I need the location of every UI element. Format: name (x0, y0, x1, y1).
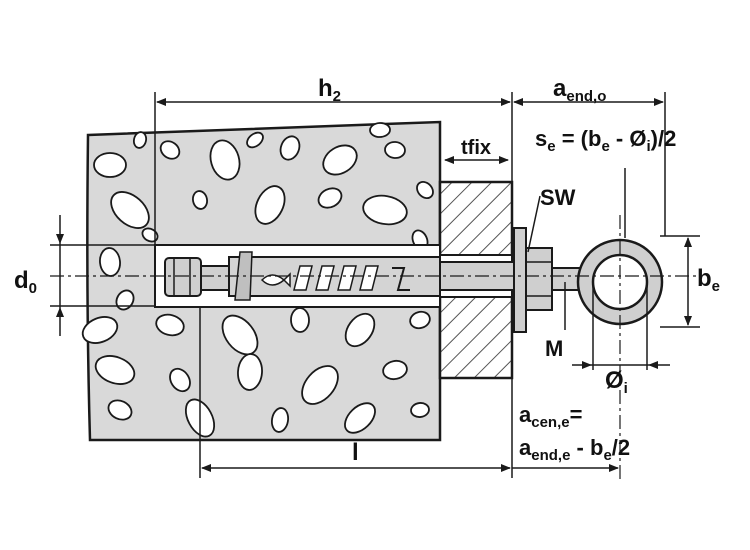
dimension-lines (56, 98, 692, 472)
extension-lines (50, 92, 700, 478)
label-se-formula: se = (be - Øi)/2 (535, 126, 676, 155)
aggregate-stone (155, 313, 185, 337)
label-aend-o: aend,o (553, 75, 606, 105)
aggregate-stone (290, 307, 310, 333)
expansion-sleeve (228, 251, 441, 301)
hex-nut (525, 247, 553, 311)
aggregate-stone (254, 185, 286, 225)
aggregate-stone (409, 310, 431, 330)
concrete-aggregate (81, 122, 434, 438)
aggregate-stone (416, 180, 434, 200)
label-d0: d0 (14, 267, 37, 297)
aggregate-stone (221, 314, 259, 356)
label-m: M (545, 336, 563, 361)
aggregate-stone (141, 227, 159, 243)
aggregate-stone (159, 140, 181, 160)
aggregate-stone (279, 135, 301, 161)
label-tfix: tfix (461, 137, 491, 159)
label-aend-e-formula: aend,e - be/2 (519, 435, 630, 464)
aggregate-stone (369, 122, 391, 138)
aggregate-stone (322, 144, 358, 176)
aggregate-stone (384, 141, 406, 159)
label-oi: Øi (605, 367, 628, 397)
label-be: be (697, 265, 720, 295)
aggregate-stone (209, 139, 241, 181)
aggregate-stone (107, 399, 133, 421)
label-sw: SW (540, 185, 576, 210)
aggregate-stone (237, 353, 263, 391)
aggregate-stone (81, 316, 119, 344)
aggregate-stone (362, 194, 408, 226)
aggregate-stone (270, 407, 290, 433)
label-l: l (352, 439, 359, 466)
eye-bolt (551, 238, 664, 326)
center-lines (50, 215, 700, 480)
aggregate-stone (93, 152, 127, 178)
aggregate-stone (410, 402, 430, 418)
aggregate-stone (382, 359, 408, 381)
aggregate-stone (344, 312, 376, 348)
label-acen-e: acen,e= (519, 402, 582, 431)
aggregate-stone (115, 289, 135, 311)
aggregate-stone (192, 190, 208, 210)
aggregate-stone (169, 367, 191, 393)
aggregate-stone (110, 191, 150, 229)
aggregate-stone (94, 355, 136, 385)
washer (513, 227, 527, 333)
label-h2: h2 (318, 75, 341, 105)
aggregate-stone (301, 365, 339, 405)
aggregate-stone (246, 131, 264, 149)
aggregate-stone (344, 402, 376, 434)
aggregate-stone (132, 131, 148, 149)
aggregate-stone (317, 187, 343, 209)
